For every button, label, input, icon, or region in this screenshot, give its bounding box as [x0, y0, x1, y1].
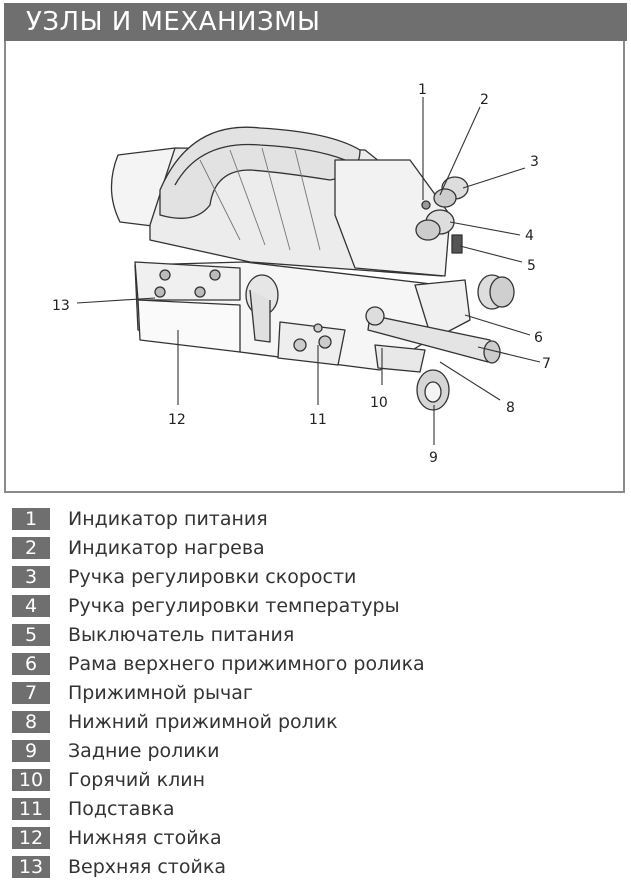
legend-item: 1 Индикатор питания — [0, 506, 631, 532]
callout-7: 7 — [542, 356, 551, 372]
callout-13: 13 — [52, 298, 70, 314]
callout-12: 12 — [168, 412, 186, 428]
hot-wedge — [374, 344, 426, 373]
legend-item: 9 Задние ролики — [0, 738, 631, 764]
legend-item: 5 Выключатель питания — [0, 622, 631, 648]
power-switch — [451, 234, 463, 254]
legend-number-badge: 1 — [12, 508, 50, 530]
upper-roller-frame — [414, 279, 471, 341]
legend-item: 12 Нижняя стойка — [0, 825, 631, 851]
legend-label: Индикатор питания — [68, 508, 268, 530]
control-box — [334, 159, 451, 277]
legend-label: Задние ролики — [68, 740, 220, 762]
legend-item: 3 Ручка регулировки скорости — [0, 564, 631, 590]
legend-label: Подставка — [68, 798, 175, 820]
legend-number-badge: 3 — [12, 566, 50, 588]
callout-9: 9 — [429, 450, 438, 466]
legend-number-badge: 10 — [12, 769, 50, 791]
callout-2: 2 — [480, 92, 489, 108]
power-indicator — [421, 200, 431, 210]
callout-5: 5 — [527, 258, 536, 274]
legend-item: 10 Горячий клин — [0, 767, 631, 793]
lower-post — [137, 299, 241, 353]
callout-6: 6 — [534, 330, 543, 346]
diagram-frame — [4, 41, 625, 493]
legend-label: Выключатель питания — [68, 624, 295, 646]
legend-number-badge: 6 — [12, 653, 50, 675]
legend-number-badge: 8 — [12, 711, 50, 733]
callout-1: 1 — [418, 82, 427, 98]
legend-item: 7 Прижимной рычаг — [0, 680, 631, 706]
legend-number-badge: 11 — [12, 798, 50, 820]
machine-diagram: 1 2 3 4 5 6 7 8 9 10 11 12 13 — [52, 82, 551, 466]
legend-number-badge: 7 — [12, 682, 50, 704]
legend-number-badge: 2 — [12, 537, 50, 559]
legend-label: Верхняя стойка — [68, 856, 226, 878]
legend-label: Нижняя стойка — [68, 827, 222, 849]
legend-item: 4 Ручка регулировки температуры — [0, 593, 631, 619]
legend-number-badge: 4 — [12, 595, 50, 617]
callout-3: 3 — [530, 154, 539, 170]
legend-number-badge: 13 — [12, 856, 50, 878]
callout-10: 10 — [370, 395, 388, 411]
legend-item: 13 Верхняя стойка — [0, 854, 631, 880]
legend-label: Индикатор нагрева — [68, 537, 265, 559]
legend-label: Прижимной рычаг — [68, 682, 253, 704]
callout-11: 11 — [309, 412, 327, 428]
stand — [277, 321, 346, 366]
legend-label: Ручка регулировки температуры — [68, 595, 400, 617]
legend-label: Нижний прижимной ролик — [68, 711, 338, 733]
legend-label: Горячий клин — [68, 769, 206, 791]
legend-item: 11 Подставка — [0, 796, 631, 822]
page-title: УЗЛЫ И МЕХАНИЗМЫ — [26, 7, 321, 37]
legend-number-badge: 9 — [12, 740, 50, 762]
legend-number-badge: 5 — [12, 624, 50, 646]
legend-item: 2 Индикатор нагрева — [0, 535, 631, 561]
legend-item: 8 Нижний прижимной ролик — [0, 709, 631, 735]
legend-label: Ручка регулировки скорости — [68, 566, 357, 588]
callout-4: 4 — [525, 228, 534, 244]
callout-8: 8 — [506, 400, 515, 416]
legend-number-badge: 12 — [12, 827, 50, 849]
section-header: УЗЛЫ И МЕХАНИЗМЫ — [4, 3, 627, 41]
upper-post — [134, 261, 241, 301]
legend-item: 6 Рама верхнего прижимного ролика — [0, 651, 631, 677]
legend-label: Рама верхнего прижимного ролика — [68, 653, 425, 675]
